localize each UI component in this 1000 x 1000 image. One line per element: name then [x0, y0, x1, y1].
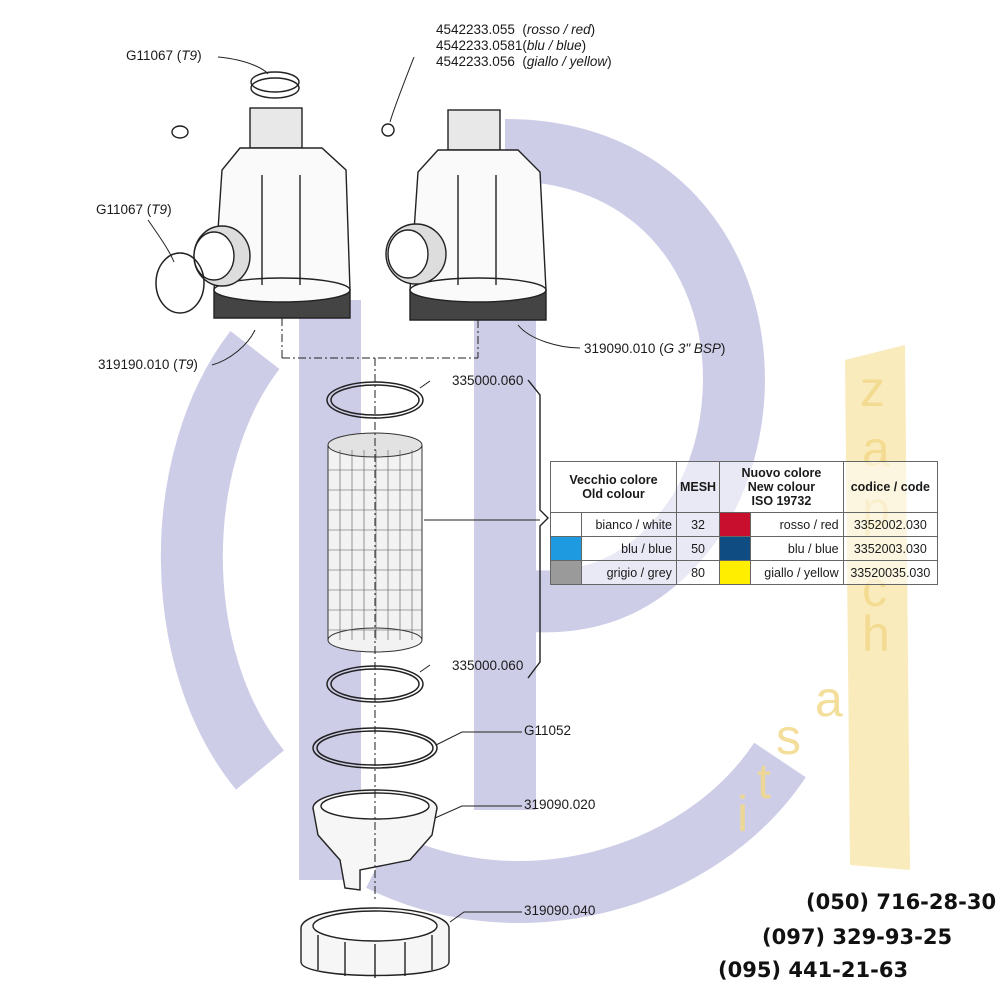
header-old-colour: Vecchio colore Old colour: [550, 461, 677, 513]
plug-code-line: 4542233.056 (giallo / yellow): [436, 54, 612, 69]
table-row: bianco / white 32 rosso / red 3352002.03…: [550, 512, 939, 537]
callout-code: G11067: [126, 48, 174, 63]
table-row: blu / blue 50 blu / blue 3352003.030: [550, 536, 939, 561]
plug-code-line: 4542233.0581(blu / blue): [436, 38, 587, 53]
old-colour-label: blu / blue: [581, 536, 677, 561]
callout-ring-nut: 319090.040: [524, 903, 596, 918]
callout-body-left: 319190.010 (T9): [98, 357, 198, 372]
callout-plug-codes: 4542233.055 (rosso / red) 4542233.0581(b…: [436, 22, 612, 70]
watermark-letter: i: [737, 786, 749, 842]
table-header-row: Vecchio colore Old colour MESH Nuovo col…: [550, 461, 939, 513]
new-colour-label: rosso / red: [750, 512, 844, 537]
callout-body-right: 319090.010 (G 3" BSP): [584, 341, 726, 356]
watermark-letter: z: [860, 361, 885, 417]
callout-note: T9: [181, 48, 198, 63]
callout-oring-upper: 335000.060: [452, 373, 524, 388]
mesh-value: 32: [675, 512, 721, 537]
code-value: 3352002.030: [842, 512, 939, 537]
centre-axis: [281, 318, 479, 900]
watermark-letter: h: [862, 606, 890, 662]
leader-lines: [147, 56, 581, 923]
header-code: codice / code: [842, 461, 939, 513]
callout-oring-lower: 335000.060: [452, 658, 524, 673]
watermark-letter: t: [757, 753, 771, 809]
callout-note: T9: [177, 357, 194, 372]
ring-side: [155, 252, 205, 314]
old-colour-label: bianco / white: [581, 512, 677, 537]
new-colour-label: giallo / yellow: [750, 560, 844, 585]
filter-body-right: [381, 109, 547, 321]
callout-code: 319090.010: [584, 341, 656, 356]
callout-ring-side: G11067 (T9): [96, 202, 172, 217]
plug-code-line: 4542233.055 (rosso / red): [436, 22, 596, 37]
phone-number[interactable]: (095) 441-21-63: [718, 958, 909, 982]
code-value: 33520035.030: [842, 560, 939, 585]
mesh-value: 80: [675, 560, 721, 585]
watermark-letter: a: [815, 671, 843, 727]
old-colour-swatch: [550, 560, 582, 585]
callout-ring-top: G11067 (T9): [126, 48, 202, 63]
old-colour-label: grigio / grey: [581, 560, 677, 585]
filter-body-left: [171, 71, 351, 319]
callout-note: T9: [151, 202, 168, 217]
phone-number[interactable]: (097) 329-93-25: [762, 925, 953, 949]
bracket: [527, 379, 549, 679]
callout-bowl: 319090.020: [524, 797, 596, 812]
new-colour-swatch: [719, 512, 752, 537]
watermark-letter: s: [776, 709, 801, 765]
header-mesh: MESH: [675, 461, 721, 513]
new-colour-swatch: [719, 536, 752, 561]
old-colour-swatch: [550, 536, 582, 561]
code-value: 3352003.030: [842, 536, 939, 561]
phone-number[interactable]: (050) 716-28-30: [806, 890, 997, 914]
new-colour-swatch: [719, 560, 752, 585]
table-row: grigio / grey 80 giallo / yellow 3352003…: [550, 560, 939, 585]
callout-gasket: G11052: [524, 723, 572, 738]
ring-nut-part: [300, 907, 450, 978]
header-new-colour: Nuovo colore New colour ISO 19732: [719, 461, 844, 513]
mesh-colour-table: Vecchio colore Old colour MESH Nuovo col…: [550, 461, 939, 585]
old-colour-swatch: [550, 512, 582, 537]
new-colour-label: blu / blue: [750, 536, 844, 561]
callout-code: G11067: [96, 202, 144, 217]
callout-note: G 3" BSP: [663, 341, 721, 356]
mesh-value: 50: [675, 536, 721, 561]
callout-code: 319190.010: [98, 357, 170, 372]
